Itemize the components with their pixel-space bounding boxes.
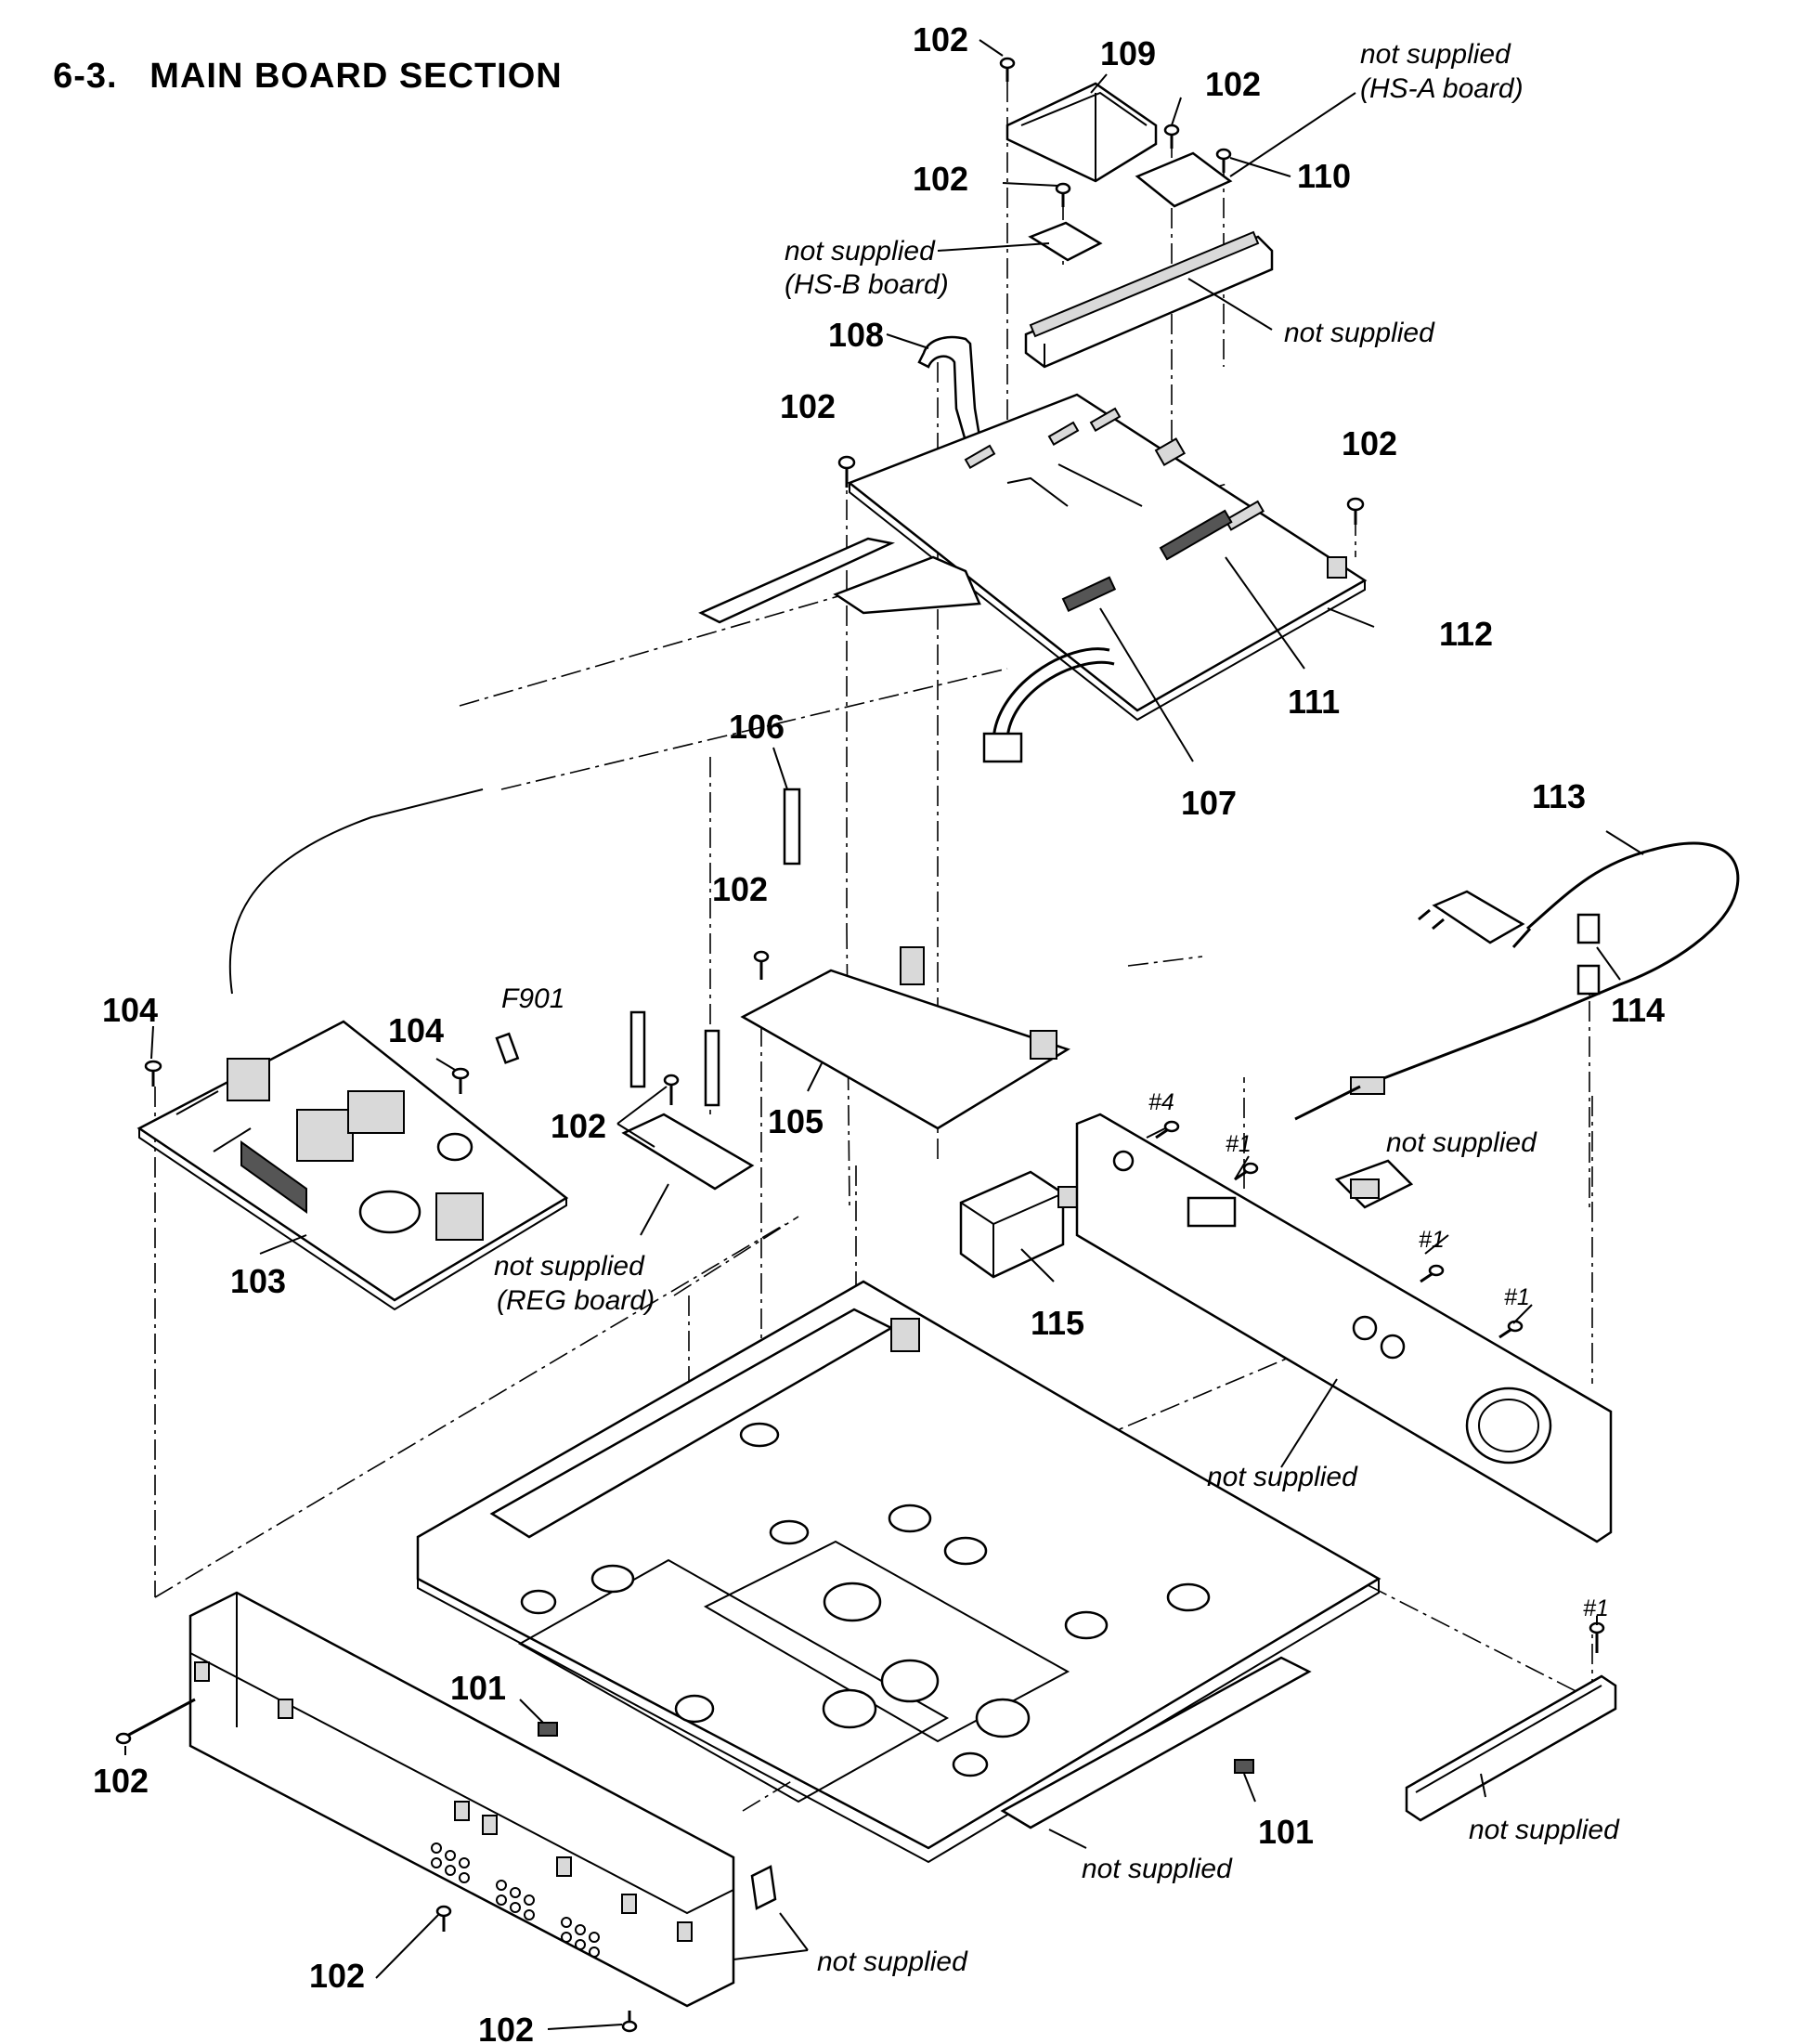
fuse-f901	[495, 1032, 520, 1064]
note-hs-a-line2: (HS-A board)	[1360, 73, 1524, 104]
screw-102-reg	[663, 1074, 680, 1105]
screw-mark-labels: #4 #1 #1 #1 #1 F901	[501, 983, 1609, 1621]
screw-s1b	[1420, 1264, 1445, 1283]
chassis	[416, 1280, 1381, 1910]
screw-mark-1d: #1	[1583, 1595, 1609, 1621]
note-feet: not supplied	[817, 1946, 968, 1977]
note-side-bracket: not supplied	[1469, 1815, 1620, 1845]
section-heading: MAIN BOARD SECTION	[149, 57, 563, 96]
screw-s1a	[1234, 1162, 1259, 1181]
screw-mark-1b: #1	[1419, 1227, 1445, 1253]
callout-106: 106	[729, 708, 785, 746]
heatsink-assembly	[999, 57, 1274, 369]
screw-104-a	[144, 1060, 162, 1087]
screw-s4	[1155, 1120, 1180, 1139]
callout-101-a: 101	[450, 1669, 506, 1707]
callout-107: 107	[1181, 784, 1237, 822]
foot-101-left	[538, 1722, 558, 1737]
note-rear-panel: not supplied	[1207, 1462, 1358, 1492]
callout-105: 105	[768, 1102, 824, 1140]
leader-lines	[124, 39, 1644, 2030]
part-105-board	[740, 969, 1070, 1130]
fuse-label: F901	[501, 983, 564, 1014]
foot-101-right	[1234, 1759, 1254, 1774]
callout-102-front-bottom2: 102	[478, 2011, 534, 2044]
hs-b-board	[1028, 221, 1103, 262]
callout-113: 113	[1532, 777, 1586, 815]
part-114-bushing	[1576, 913, 1601, 944]
callout-108: 108	[828, 316, 884, 354]
heatsink	[1024, 235, 1274, 369]
screw-102-main-left	[837, 455, 856, 488]
av-board	[740, 788, 1070, 1130]
note-heatsink: not supplied	[1284, 318, 1435, 348]
part-107-connector	[1061, 576, 1117, 613]
callout-114: 114	[1611, 991, 1665, 1029]
screw-102-hsa	[1163, 124, 1180, 149]
note-reg-line2: (REG board)	[497, 1285, 655, 1316]
screw-102-front-left	[115, 1698, 196, 1745]
power-cord	[1294, 841, 1740, 1121]
callout-101-b: 101	[1258, 1813, 1314, 1851]
callout-112: 112	[1439, 615, 1493, 653]
callout-labels: 102 109 102 102 110 108 102 102 112 111 …	[93, 20, 1665, 2044]
part-115-tuner	[959, 1170, 1065, 1279]
screw-mark-1a: #1	[1226, 1131, 1252, 1157]
side-bracket	[1405, 1621, 1617, 1822]
callout-103: 103	[230, 1262, 286, 1300]
part-113-plug	[1432, 890, 1525, 944]
screw-104-b	[451, 1067, 470, 1094]
callout-102-main-left: 102	[780, 387, 836, 425]
callout-102-hsa: 102	[1205, 65, 1261, 103]
screw-110	[1215, 148, 1232, 173]
callout-102-front-left: 102	[93, 1762, 149, 1800]
callout-102-top: 102	[913, 20, 968, 59]
tuner-module	[959, 1170, 1078, 1279]
rear-panel	[1075, 1113, 1613, 1543]
callout-111: 111	[1288, 683, 1340, 721]
callout-102-main-right: 102	[1342, 424, 1397, 462]
note-hs-a-line1: not supplied	[1360, 39, 1511, 70]
note-hs-b-line2: (HS-B board)	[785, 269, 949, 300]
power-supply-board	[136, 788, 569, 1311]
callout-102-hsb: 102	[913, 160, 968, 198]
callout-102-av: 102	[712, 870, 768, 908]
front-panel	[115, 1591, 735, 2033]
callout-104-a: 104	[102, 991, 158, 1029]
screw-s1d	[1589, 1621, 1605, 1653]
note-ac-inlet: not supplied	[1386, 1127, 1537, 1158]
callout-109: 109	[1100, 34, 1156, 72]
section-title: 6-3. MAIN BOARD SECTION	[32, 17, 563, 97]
section-number: 6-3.	[53, 57, 118, 96]
screw-s1c	[1498, 1320, 1524, 1339]
button-grid	[431, 1842, 600, 1958]
screw-mark-1c: #1	[1504, 1284, 1530, 1310]
note-chassis: not supplied	[1082, 1854, 1233, 1884]
screw-102-front-bottom2	[621, 2011, 638, 2033]
screw-102-main-right	[1346, 497, 1365, 525]
not-supplied-notes: not supplied (HS-A board) not supplied (…	[494, 39, 1620, 1977]
screw-102-front-bottom	[435, 1905, 452, 1932]
part-109-bracket	[1005, 82, 1158, 183]
part-108-flat-cable	[917, 335, 981, 443]
reg-board	[621, 1010, 755, 1191]
callout-104-b: 104	[388, 1011, 444, 1049]
callout-110: 110	[1297, 157, 1351, 195]
hs-a-board	[1135, 151, 1233, 208]
part-106-bracket	[783, 788, 801, 866]
callout-102-front-bottom: 102	[309, 1957, 365, 1995]
screw-102-av	[753, 950, 770, 980]
callout-102-reg: 102	[551, 1107, 606, 1145]
note-reg-line1: not supplied	[494, 1251, 645, 1282]
note-hs-b-line1: not supplied	[785, 236, 936, 267]
screw-mark-4: #4	[1148, 1089, 1174, 1115]
screw-102-top	[999, 57, 1016, 82]
main-board	[698, 393, 1368, 763]
screw-102-hsb	[1055, 182, 1071, 207]
part-111-connector	[1159, 509, 1233, 561]
callout-115: 115	[1031, 1304, 1084, 1342]
